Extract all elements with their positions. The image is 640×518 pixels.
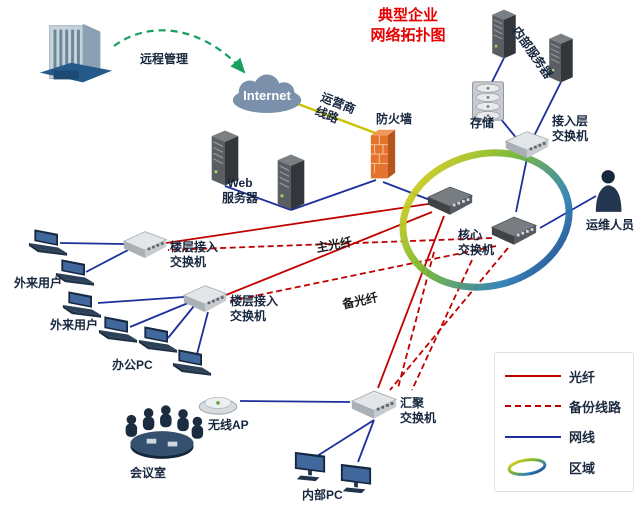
node-floor-access-switch-2 (182, 282, 228, 314)
switch-icon (350, 386, 398, 422)
legend-label: 光纤 (569, 369, 596, 385)
legend-item-backup: 备份线路 (505, 397, 623, 416)
access-layer-switch-label: 接入层 交换机 (552, 114, 589, 143)
switch-icon (426, 182, 474, 218)
external-users-2-label: 外来用户 (50, 318, 99, 332)
laptop-icon (98, 315, 138, 345)
monitor-icon (292, 450, 328, 484)
legend-item-zone: 区域 (505, 457, 623, 477)
node-external-laptop-4 (98, 315, 138, 345)
laptop-icon (172, 348, 212, 378)
backup-lines (167, 237, 509, 391)
web-server-label: Web 服务器 (221, 176, 258, 205)
remote-management-label: 远程管理 (140, 52, 189, 66)
node-floor-access-switch-1 (122, 228, 168, 260)
node-conference-room (118, 404, 206, 464)
fiber-line-sample (505, 375, 561, 378)
legend-label: 网线 (569, 430, 596, 446)
building-icon (34, 14, 116, 96)
node-external-laptop-1 (28, 228, 68, 258)
firewall-icon (368, 126, 398, 184)
node-core-switch-2 (490, 212, 538, 248)
conference-room-label: 会议室 (130, 466, 167, 480)
switch-icon (504, 128, 550, 160)
ops-staff-label: 运维人员 (586, 218, 635, 232)
cable-line-sample (505, 435, 561, 438)
external-users-1-label: 外来用户 (14, 276, 63, 290)
node-internal-pc-2 (338, 462, 374, 496)
server-icon (272, 152, 310, 212)
backup-line-sample (505, 405, 561, 408)
firewall-label: 防火墙 (376, 112, 413, 126)
remote-management-link (113, 29, 246, 74)
office-pc-label: 办公PC (112, 358, 153, 372)
fiber-lines (165, 203, 445, 389)
legend-item-fiber: 光纤 (505, 367, 623, 386)
internet-label: Internet (243, 88, 291, 103)
floor-access-switch-2-label: 楼层接入 交换机 (230, 294, 279, 323)
monitor-icon (338, 462, 374, 496)
node-access-layer-switch (504, 128, 550, 160)
core-switch-label: 核心 交换机 (458, 228, 495, 257)
switch-icon (490, 212, 538, 248)
node-office-laptop-2 (172, 348, 212, 378)
page-title: 典型企业 网络拓扑图 (370, 7, 446, 45)
laptop-icon (28, 228, 68, 258)
legend: 光纤 备份线路 网线 (494, 352, 634, 492)
switch-icon (122, 228, 168, 260)
aggregation-switch-label: 汇聚 交换机 (400, 396, 437, 425)
node-internal-pc-1 (292, 450, 328, 484)
node-aggregation-switch (350, 386, 398, 422)
node-web-server-2 (272, 152, 310, 212)
node-ops-staff (592, 168, 630, 214)
zone-ring-sample (505, 457, 561, 477)
core-zone-ring (399, 149, 573, 291)
storage-label: 存储 (470, 116, 495, 130)
network-cable-lines (59, 57, 597, 463)
conference-room-icon (118, 404, 206, 464)
switch-icon (182, 282, 228, 314)
legend-label: 区域 (569, 460, 596, 476)
zone-ring-icon (507, 458, 547, 477)
person-icon (592, 168, 630, 214)
node-core-switch-1 (426, 182, 474, 218)
internal-pc-label: 内部PC (302, 488, 343, 502)
carrier-line (297, 102, 379, 136)
node-external-laptop-3 (62, 290, 102, 320)
floor-access-switch-1-label: 楼层接入 交换机 (170, 240, 219, 269)
legend-item-cable: 网线 (505, 427, 623, 446)
legend-label: 备份线路 (569, 399, 622, 415)
laptop-icon (62, 290, 102, 320)
node-headquarters-building (34, 14, 116, 96)
node-firewall (368, 126, 398, 184)
wireless-ap-label: 无线AP (208, 418, 249, 432)
